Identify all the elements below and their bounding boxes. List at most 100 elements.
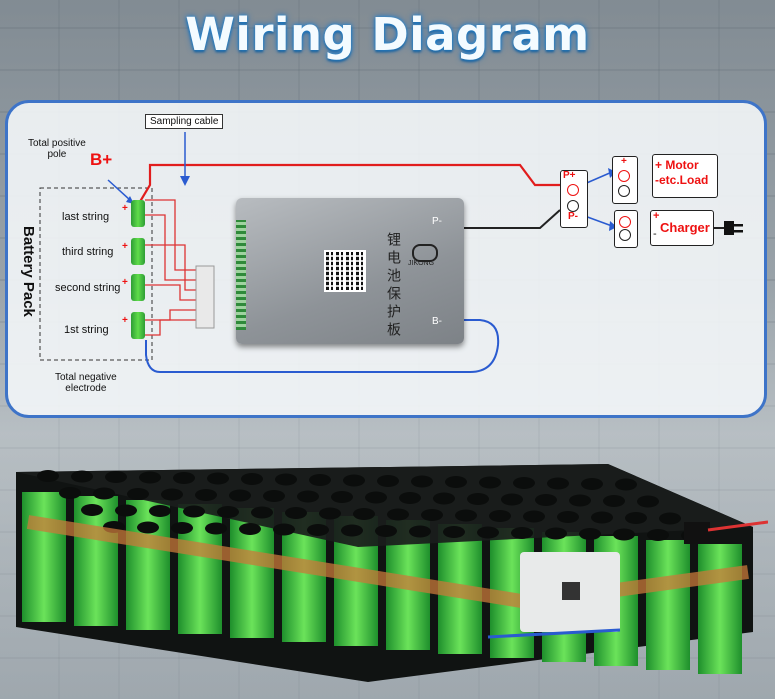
- string-label-first: 1st string: [64, 324, 109, 336]
- holder-hole: [149, 505, 171, 517]
- holder-hole: [467, 493, 489, 505]
- holder-hole: [445, 476, 467, 488]
- holder-hole: [205, 522, 227, 535]
- holder-hole: [273, 523, 295, 536]
- power-plug-icon: [724, 221, 743, 235]
- charger-plus-terminal: [619, 216, 631, 228]
- battery-pack-label: Battery Pack: [20, 226, 37, 317]
- holder-hole: [195, 489, 217, 501]
- holder-hole: [207, 472, 229, 485]
- pack-cell: [126, 500, 170, 630]
- holder-hole: [523, 510, 545, 523]
- holder-hole: [513, 477, 535, 489]
- cell-second-string: [131, 274, 145, 301]
- holder-hole: [659, 512, 681, 525]
- holder-hole: [421, 509, 443, 521]
- holder-hole: [545, 527, 567, 540]
- holder-hole: [353, 508, 375, 520]
- battery-pack-photo: [16, 464, 768, 682]
- bms-board: P- B- JIKONG 锂电池保护板: [236, 198, 464, 344]
- positive-wire: [137, 163, 560, 206]
- string-label-third: third string: [62, 246, 114, 258]
- holder-hole: [139, 471, 161, 484]
- cell-plus-mark: +: [122, 203, 128, 214]
- cell-last-string: [131, 200, 145, 227]
- holder-hole: [173, 472, 195, 484]
- bms-chinese-label: 锂电池保护板: [386, 232, 402, 340]
- holder-hole: [489, 510, 511, 522]
- holder-hole: [309, 474, 331, 486]
- holder-hole: [603, 495, 625, 507]
- holder-hole: [647, 529, 669, 541]
- pack-qr-code-icon: [562, 582, 580, 600]
- string-label-second: second string: [55, 282, 121, 294]
- holder-hole: [241, 473, 263, 485]
- holder-hole: [239, 523, 261, 535]
- holder-hole: [535, 494, 557, 506]
- holder-hole: [263, 490, 285, 502]
- holder-hole: [511, 527, 533, 539]
- pack-cell: [22, 492, 66, 622]
- output-terminal-box: [560, 170, 588, 228]
- holder-hole: [127, 488, 149, 500]
- sampling-cable-label: Sampling cable: [145, 114, 224, 129]
- holder-hole: [229, 489, 251, 502]
- holder-hole: [307, 524, 329, 536]
- holder-hole: [615, 478, 637, 491]
- holder-hole: [93, 487, 115, 500]
- charger-minus-mark: -: [653, 228, 657, 240]
- holder-hole: [37, 470, 59, 482]
- sampling-connector: [195, 265, 215, 329]
- holder-hole: [341, 524, 363, 537]
- holder-hole: [285, 507, 307, 519]
- sampling-wires: [145, 199, 198, 336]
- holder-hole: [479, 476, 501, 489]
- holder-hole: [297, 490, 319, 503]
- b-plus-label: B+: [90, 150, 113, 169]
- holder-hole: [557, 511, 579, 523]
- pack-cell: [698, 544, 742, 674]
- holder-hole: [217, 506, 239, 518]
- holder-hole: [375, 525, 397, 537]
- cell-plus-mark: +: [122, 315, 128, 326]
- holder-hole: [625, 512, 647, 524]
- pack-cell: [74, 496, 118, 626]
- holder-hole: [581, 478, 603, 490]
- holder-hole: [319, 507, 341, 520]
- cloud-logo-icon: [412, 244, 438, 262]
- holder-hole: [637, 495, 659, 508]
- charger-minus-terminal: [619, 229, 631, 241]
- pack-cell: [646, 540, 690, 670]
- holder-hole: [387, 508, 409, 521]
- holder-hole: [59, 487, 81, 499]
- holder-hole: [399, 492, 421, 504]
- cell-plus-mark: +: [122, 277, 128, 288]
- holder-hole: [409, 525, 431, 538]
- holder-hole: [591, 511, 613, 524]
- qr-code-icon: [324, 250, 366, 292]
- motor-load-box: [652, 154, 718, 198]
- holder-hole: [183, 505, 205, 518]
- holder-hole: [579, 528, 601, 540]
- holder-hole: [81, 504, 103, 516]
- holder-hole: [433, 492, 455, 505]
- holder-hole: [547, 477, 569, 490]
- holder-hole: [443, 526, 465, 538]
- holder-hole: [105, 471, 127, 483]
- negative-output-wire: [448, 209, 561, 229]
- page-title: Wiring Diagram: [185, 8, 590, 61]
- charger-plus-mark: +: [653, 210, 660, 222]
- holder-hole: [331, 491, 353, 503]
- cell-plus-mark: +: [122, 241, 128, 252]
- holder-hole: [161, 488, 183, 501]
- holder-hole: [115, 504, 137, 517]
- motor-load-label: + Motor -etc.Load: [655, 158, 709, 187]
- charger-label: Charger: [660, 220, 710, 235]
- holder-hole: [411, 475, 433, 488]
- battery-pack-outline: [39, 187, 153, 361]
- cell-first-string: [131, 312, 145, 339]
- p-plus-label: P+: [563, 170, 576, 181]
- holder-hole: [455, 509, 477, 522]
- holder-hole: [613, 528, 635, 541]
